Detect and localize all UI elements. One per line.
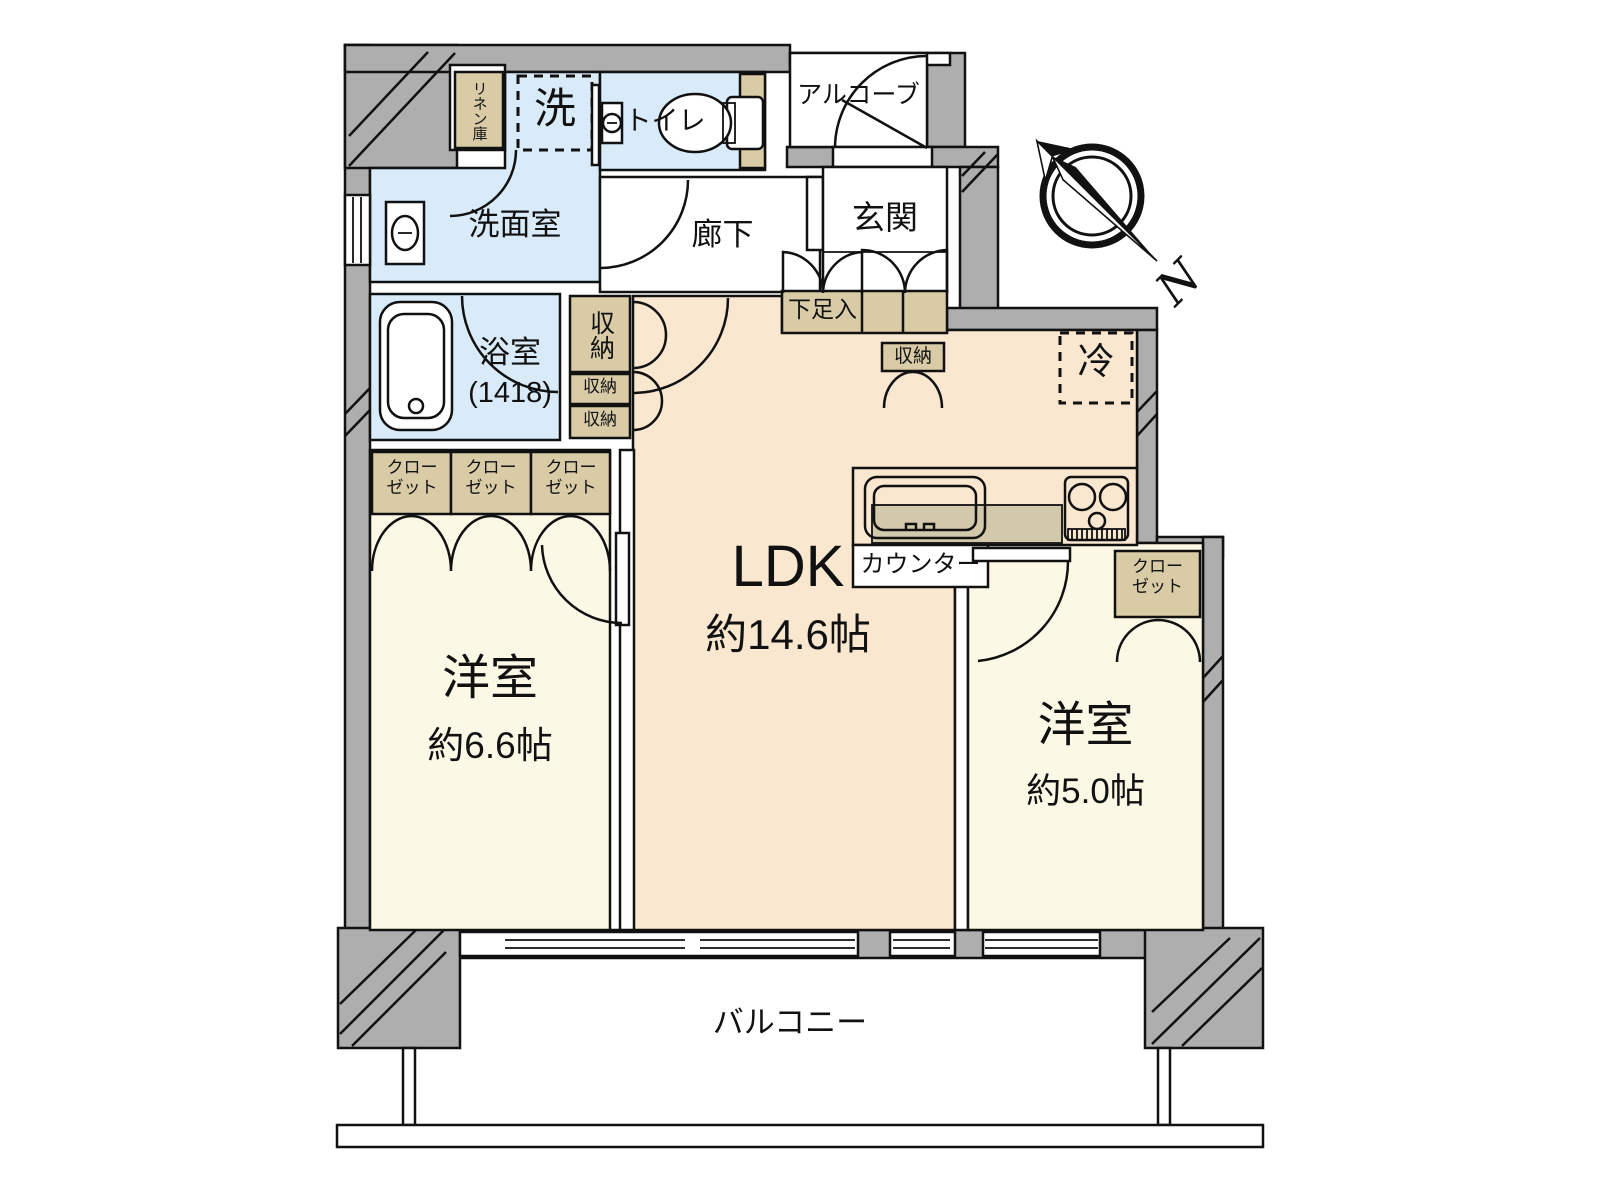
wall-left: [343, 43, 372, 942]
label-hallway: 廊下: [691, 217, 754, 252]
compass-needle: [1035, 138, 1158, 262]
label-storage-low: 収納: [583, 410, 617, 429]
balcony-post-right: [1156, 1046, 1172, 1127]
label-entrance-storage: 収納: [893, 346, 932, 367]
wall-ldk-top: [945, 306, 1159, 332]
label-closet-1: クローゼット: [386, 458, 438, 498]
sink-notch: [904, 522, 936, 530]
entrance-storage-door-arcs: [882, 370, 944, 409]
wall-br-block: [1143, 926, 1265, 1050]
label-ldk-size: 約14.6帖: [705, 611, 871, 658]
label-western1: 洋室: [441, 652, 538, 705]
hand-basin-icon: [600, 101, 624, 145]
label-closet-3: クローゼット: [545, 458, 597, 498]
linen-door-arc: [449, 149, 518, 218]
balcony-windows: [458, 930, 1102, 958]
closet-west2-box: [1113, 549, 1202, 619]
label-western2: 洋室: [1037, 699, 1134, 752]
sink-icon: [863, 475, 987, 540]
window-left: [343, 193, 372, 267]
room-western1: [368, 448, 612, 932]
counter-label-box: [851, 543, 990, 589]
closet-row-door-arcs: [370, 514, 612, 572]
label-fridge: 冷: [1077, 341, 1115, 382]
shoe-cabinet: [780, 289, 949, 335]
partition-ldk-west2: [953, 541, 970, 932]
west2-door-leaf: [971, 546, 1072, 563]
fridge-space: [1058, 331, 1134, 405]
washbasin-icon: [384, 200, 426, 266]
label-laundry: 洗: [533, 85, 576, 132]
label-shoe-box: 下足入: [788, 296, 857, 322]
west2-door-arc: [977, 560, 1070, 663]
west1-door-leaf: [614, 531, 631, 627]
storage-column: [568, 294, 632, 440]
kitchen-counter: [851, 466, 1139, 547]
bathtub-icon: [378, 300, 454, 432]
label-closet-2: クローゼット: [465, 458, 517, 498]
label-storage-mid: 収納: [583, 377, 617, 396]
hallway-ldk-door-arc: [632, 297, 730, 395]
label-closet-4: クローゼット: [1132, 557, 1183, 597]
label-ldk: LDK: [731, 534, 845, 599]
label-linen: リネン庫: [470, 81, 488, 141]
linen-cabinet: [453, 70, 505, 150]
closet-west2-door-arcs: [1115, 618, 1202, 663]
wall-entrance-right: [958, 165, 1000, 332]
hall-entrance-divider: [805, 175, 825, 252]
wall-ldk-right: [1135, 328, 1159, 545]
storage-column-door-arcs: [632, 300, 668, 432]
wall-east: [1201, 535, 1225, 942]
label-entrance: 玄関: [852, 199, 918, 236]
washer-space: [516, 74, 594, 152]
partition-west1-ldk: [618, 448, 636, 932]
toilet-icon: [657, 92, 765, 154]
stove-icon: [1063, 475, 1130, 542]
label-balcony: バルコニー: [712, 1005, 868, 1040]
window-left-lines: [352, 197, 362, 263]
label-toilet: トイレ: [624, 106, 706, 136]
washroom-door-arc: [599, 179, 690, 270]
label-washroom: 洗面室: [468, 207, 562, 242]
west1-door-arc: [540, 544, 623, 625]
label-alcove: アルコーブ: [797, 81, 920, 109]
closet-row: [370, 450, 612, 516]
room-alcove: [788, 51, 929, 149]
label-bathroom-size: (1418): [468, 377, 552, 409]
front-door-arc: [833, 54, 928, 150]
balcony-post-left: [401, 1046, 417, 1127]
shoe-cabinet-door-arcs: [781, 248, 949, 294]
label-storage-tall: 収納: [586, 310, 615, 360]
door-arcs: [370, 54, 1202, 663]
label-western1-size: 約6.6帖: [427, 725, 553, 766]
label-bathroom: 浴室: [479, 335, 541, 370]
label-counter: カウンター: [860, 551, 981, 578]
toilet-sliding-door: [590, 83, 601, 167]
compass: N: [1035, 138, 1213, 316]
front-door-threshold: [831, 145, 934, 169]
room-entrance: [821, 165, 949, 294]
wall-hatch-marks: [339, 51, 1263, 1047]
wall-right-top: [925, 51, 967, 149]
label-western2-size: 約5.0帖: [1026, 772, 1145, 811]
bathroom-door-arc: [460, 295, 559, 394]
balcony-edge-bar: [335, 1123, 1265, 1149]
